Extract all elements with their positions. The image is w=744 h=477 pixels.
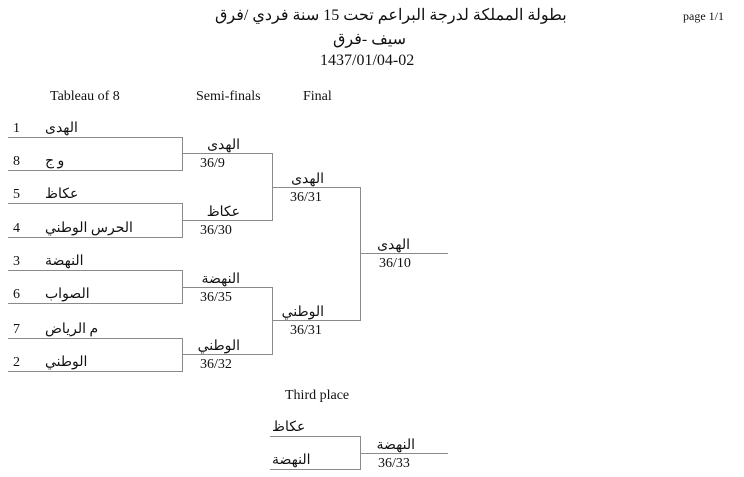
tournament-subtitle: سيف -فرق bbox=[333, 31, 407, 48]
tournament-date: 1437/01/04-02 bbox=[320, 52, 415, 69]
bracket-line bbox=[272, 187, 360, 188]
semi-score: 36/32 bbox=[200, 357, 232, 372]
final-winner-name: الوطني bbox=[281, 305, 324, 320]
bracket-line bbox=[182, 137, 183, 171]
bracket-line bbox=[270, 436, 360, 437]
semi-winner-name: الهدى bbox=[207, 138, 240, 153]
final-score: 36/31 bbox=[290, 323, 322, 338]
semi-score: 36/9 bbox=[200, 156, 225, 171]
bracket-line bbox=[8, 338, 182, 339]
bracket-line bbox=[182, 354, 272, 355]
team-name: م الرياض bbox=[45, 322, 99, 337]
bracket-line bbox=[360, 453, 448, 454]
bracket-line bbox=[8, 303, 182, 304]
third-place-team: النهضة bbox=[272, 453, 311, 468]
seed-number: 8 bbox=[13, 154, 20, 169]
team-name: النهضة bbox=[45, 254, 84, 269]
bracket-line bbox=[182, 287, 272, 288]
champion-score: 36/10 bbox=[379, 256, 411, 271]
bracket-line bbox=[272, 287, 273, 355]
round-header-semis: Semi-finals bbox=[196, 89, 261, 104]
third-place-score: 36/33 bbox=[378, 456, 410, 471]
champion-name: الهدى bbox=[377, 238, 410, 253]
round-header-final: Final bbox=[303, 89, 332, 104]
bracket-line bbox=[182, 338, 183, 372]
semi-winner-name: الوطني bbox=[197, 339, 240, 354]
final-winner-name: الهدى bbox=[291, 172, 324, 187]
semi-score: 36/30 bbox=[200, 223, 232, 238]
bracket-line bbox=[270, 469, 360, 470]
round-header-third-place: Third place bbox=[285, 388, 350, 403]
team-name: عكاظ bbox=[45, 187, 79, 202]
tournament-title: بطولة المملكة لدرجة البراعم تحت 15 سنة ف… bbox=[215, 7, 567, 24]
bracket-line bbox=[8, 203, 182, 204]
bracket-line bbox=[8, 270, 182, 271]
team-name: و ج bbox=[45, 154, 65, 169]
bracket-line bbox=[360, 253, 448, 254]
page-number: page 1/1 bbox=[683, 9, 724, 23]
semi-winner-name: النهضة bbox=[201, 272, 240, 287]
bracket-line bbox=[182, 153, 272, 154]
semi-winner-name: عكاظ bbox=[206, 205, 240, 220]
seed-number: 3 bbox=[13, 254, 20, 269]
semi-score: 36/35 bbox=[200, 290, 232, 305]
seed-number: 4 bbox=[13, 221, 20, 236]
bracket-line bbox=[182, 220, 272, 221]
team-name: الحرس الوطني bbox=[45, 221, 133, 236]
team-name: الوطني bbox=[45, 355, 88, 370]
bracket-line bbox=[360, 187, 361, 321]
third-place-winner: النهضة bbox=[376, 438, 415, 453]
seed-number: 2 bbox=[13, 355, 20, 370]
third-place-team: عكاظ bbox=[272, 420, 306, 435]
bracket-line bbox=[8, 371, 182, 372]
seed-number: 5 bbox=[13, 187, 20, 202]
round-header-tableau: Tableau of 8 bbox=[50, 89, 120, 104]
bracket-line bbox=[8, 137, 182, 138]
team-name: الصواب bbox=[45, 287, 90, 302]
seed-number: 7 bbox=[13, 322, 20, 337]
final-score: 36/31 bbox=[290, 190, 322, 205]
bracket-line bbox=[8, 170, 182, 171]
seed-number: 1 bbox=[13, 121, 20, 136]
bracket-line bbox=[8, 237, 182, 238]
seed-number: 6 bbox=[13, 287, 20, 302]
team-name: الهدى bbox=[45, 121, 78, 136]
bracket-line bbox=[272, 320, 360, 321]
